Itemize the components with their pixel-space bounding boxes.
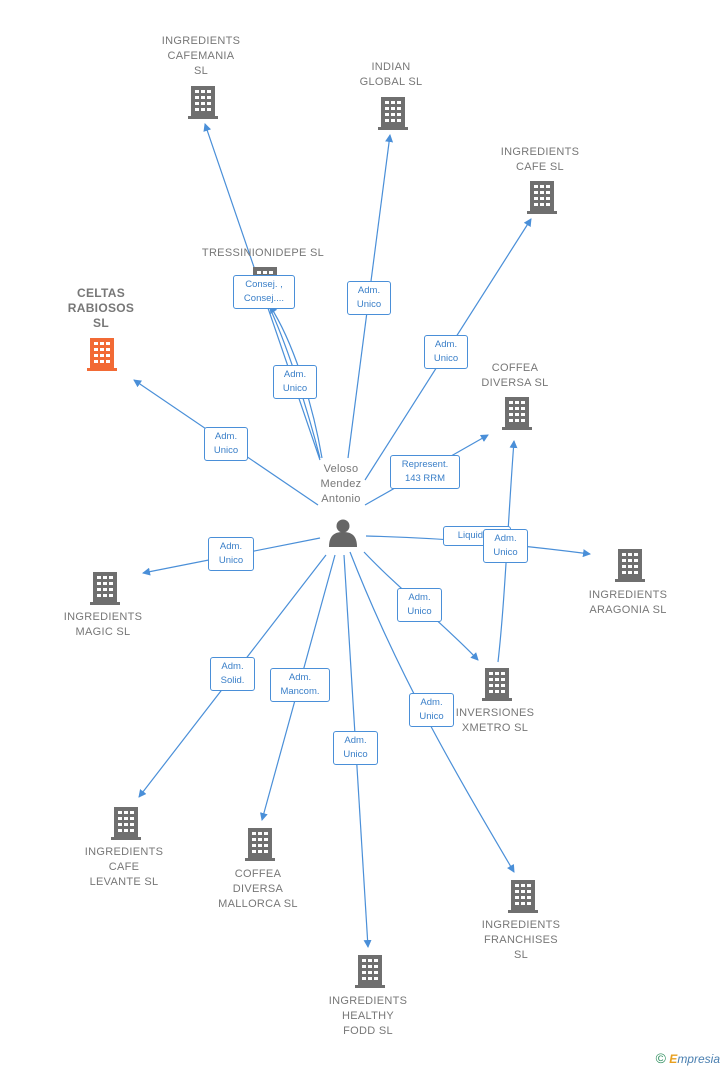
relation-label-r11[interactable]: Adm.Solid. bbox=[210, 657, 255, 691]
company-levante-building-icon[interactable] bbox=[111, 807, 141, 840]
company-franchises-building-icon[interactable] bbox=[508, 880, 538, 913]
relation-label-r5[interactable]: Adm.Unico bbox=[204, 427, 248, 461]
relation-label-r1[interactable]: Consej. ,Consej.... bbox=[233, 275, 295, 309]
company-coffea-building-icon[interactable] bbox=[502, 397, 532, 430]
company-cafe-building-icon[interactable] bbox=[527, 181, 557, 214]
relation-label-r14[interactable]: Adm.Unico bbox=[333, 731, 378, 765]
company-label-tressini[interactable]: TRESSINIONIDEPE SL bbox=[201, 247, 325, 259]
relation-label-r12[interactable]: Adm.Mancom. bbox=[270, 668, 330, 702]
company-magic-building-icon[interactable] bbox=[90, 572, 120, 605]
relation-label-r8[interactable]: Adm.Unico bbox=[483, 529, 528, 563]
company-aragonia-building-icon[interactable] bbox=[615, 549, 645, 582]
brand-name: mpresia bbox=[677, 1052, 720, 1066]
relation-label-r3[interactable]: Adm.Unico bbox=[424, 335, 468, 369]
company-healthy-building-icon[interactable] bbox=[355, 955, 385, 988]
relation-label-r9[interactable]: Adm.Unico bbox=[208, 537, 254, 571]
copyright-icon: © bbox=[655, 1050, 666, 1066]
company-mallorca-building-icon[interactable] bbox=[245, 828, 275, 861]
company-cafemania-building-icon[interactable] bbox=[188, 86, 218, 119]
relation-label-r6[interactable]: Represent.143 RRM bbox=[390, 455, 460, 489]
relation-label-r13[interactable]: Adm.Unico bbox=[409, 693, 454, 727]
company-xmetro-building-icon[interactable] bbox=[482, 668, 512, 701]
brand-logo: © Empresia bbox=[656, 1050, 720, 1066]
relation-label-r2[interactable]: Adm.Unico bbox=[347, 281, 391, 315]
company-celtas-building-icon[interactable] bbox=[87, 338, 117, 371]
relation-label-r4[interactable]: Adm.Unico bbox=[273, 365, 317, 399]
person-icon[interactable] bbox=[329, 519, 357, 548]
brand-initial: E bbox=[669, 1052, 678, 1066]
relation-label-r10[interactable]: Adm.Unico bbox=[397, 588, 442, 622]
nodes bbox=[87, 86, 645, 988]
company-indian-building-icon[interactable] bbox=[378, 97, 408, 130]
